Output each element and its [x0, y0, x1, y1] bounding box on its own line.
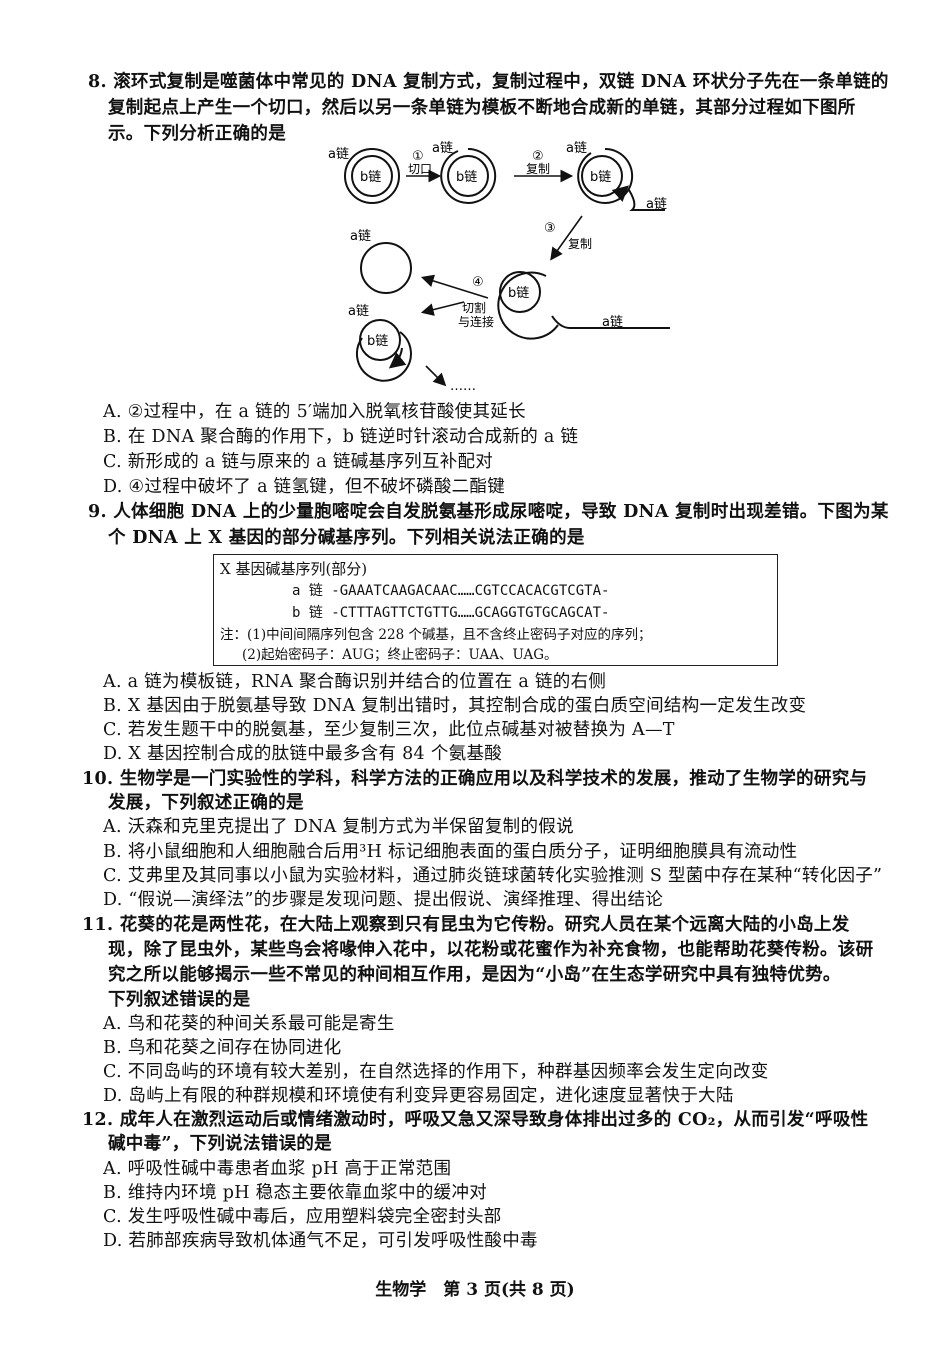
page-footer: 生物学 第 3 页(共 8 页)	[375, 1280, 575, 1300]
q9-stem-line-1: 9. 人体细胞 DNA 上的少量胞嘧啶会自发脱氨基形成尿嘧啶，导致 DNA 复制…	[88, 502, 889, 522]
step-2-num: ②	[532, 149, 544, 164]
label-a-chain-2: a链	[432, 141, 453, 156]
note-2: (2)起始密码子：AUG；终止密码子：UAA、UAG。	[242, 647, 558, 663]
q9-option-a: A. a 链为模板链，RNA 聚合酶识别并结合的位置在 a 链的右侧	[103, 672, 607, 692]
label-b-chain-2: b链	[456, 170, 477, 185]
label-b-chain-6: b链	[367, 334, 388, 349]
box-title: X 基因碱基序列(部分)	[220, 560, 368, 578]
q11-stem-line-4: 下列叙述错误的是	[108, 990, 251, 1010]
q9-option-d: D. X 基因控制合成的肽链中最多含有 84 个氨基酸	[103, 744, 503, 764]
q11-option-b: B. 鸟和花葵之间存在协同进化	[103, 1038, 342, 1058]
arrow-step-4-up	[420, 274, 489, 299]
note-1: 注：(1)中间间隔序列包含 228 个碱基，且不含终止密码子对应的序列；	[220, 627, 652, 643]
q11-stem-line-1: 11. 花葵的花是两性花，在大陆上观察到只有昆虫为它传粉。研究人员在某个远离大陆…	[82, 915, 850, 935]
q11-stem-line-3: 究之所以能够揭示一些不常见的种间相互作用，是因为“小岛”在生态学研究中具有独特优…	[108, 965, 841, 985]
q8-option-d: D. ④过程中破坏了 a 链氢键，但不破坏磷酸二酯键	[103, 477, 506, 497]
q11-stem-line-2: 现，除了昆虫外，某些鸟会将喙伸入花中，以花粉或花蜜作为补充食物，也能帮助花葵传粉…	[108, 940, 874, 960]
step-1-num: ①	[412, 149, 424, 164]
q11-option-a: A. 鸟和花葵的种间关系最可能是寄生	[103, 1014, 395, 1034]
q8-option-a: A. ②过程中，在 a 链的 5′端加入脱氧核苷酸使其延长	[103, 402, 526, 422]
step-4-label-2: 与连接	[458, 314, 494, 329]
label-b-chain-3: b链	[590, 170, 611, 185]
q9-option-b: B. X 基因由于脱氨基导致 DNA 复制出错时，其控制合成的蛋白质空间结构一定…	[103, 696, 807, 716]
q8-option-c: C. 新形成的 a 链与原来的 a 链碱基序列互补配对	[103, 452, 494, 472]
dna-circle-2: a链 b链	[432, 141, 497, 204]
q10-option-c: C. 艾弗里及其同事以小鼠为实验材料，通过肺炎链球菌转化实验推测 S 型菌中存在…	[103, 866, 883, 886]
arrow-continue	[425, 365, 447, 387]
q11-option-c: C. 不同岛屿的环境有较大差别，在自然选择的作用下，种群基因频率会发生定向改变	[103, 1062, 769, 1082]
label-a-chain-4: a链	[602, 315, 623, 330]
label-a-chain-6: a链	[348, 304, 369, 319]
q12-option-a: A. 呼吸性碱中毒患者血浆 pH 高于正常范围	[103, 1159, 452, 1179]
dna-circle-6: a链 b链	[348, 304, 412, 382]
q12-stem-line-2: 碱中毒”，下列说法错误的是	[108, 1134, 332, 1154]
arrow-step-4-down	[420, 301, 465, 316]
step-4-label-1: 切割	[462, 300, 486, 315]
step-1-label: 切口	[408, 162, 432, 176]
q8-option-b: B. 在 DNA 聚合酶的作用下，b 链逆时针滚动合成新的 a 链	[103, 427, 579, 447]
dna-circle-1: a链 b链	[328, 147, 400, 204]
q9-stem-line-2: 个 DNA 上 X 基因的部分碱基序列。下列相关说法正确的是	[108, 528, 585, 548]
a-chain-sequence: a 链 -GAAATCAAGACAAC……CGTCCACACGTCGTA-	[292, 583, 610, 599]
q8-stem-line-2: 复制起点上产生一个切口，然后以另一条单链为模板不断地合成新的单链，其部分过程如下…	[108, 98, 856, 118]
dna-circle-3: a链 b链 a链	[566, 141, 667, 212]
label-a-chain-1: a链	[328, 147, 349, 162]
label-a-chain-3: a链	[566, 141, 587, 156]
q8-stem-line-3: 示。下列分析正确的是	[108, 124, 286, 144]
q8-stem-line-1: 8. 滚环式复制是噬菌体中常见的 DNA 复制方式，复制过程中，双链 DNA 环…	[88, 72, 889, 92]
step-2-label: 复制	[526, 162, 550, 176]
q10-option-d: D. “假说—演绎法”的步骤是发现问题、提出假说、演绎推理、得出结论	[103, 890, 664, 910]
label-b-chain-1: b链	[360, 170, 381, 185]
step-3-label: 复制	[568, 237, 592, 251]
q12-option-d: D. 若肺部疾病导致机体通气不足，可引发呼吸性酸中毒	[103, 1231, 538, 1251]
q10-option-a: A. 沃森和克里克提出了 DNA 复制方式为半保留复制的假说	[103, 817, 574, 837]
q12-option-c: C. 发生呼吸性碱中毒后，应用塑料袋完全密封头部	[103, 1207, 502, 1227]
q9-option-c: C. 若发生题干中的脱氨基，至少复制三次，此位点碱基对被替换为 A—T	[103, 720, 675, 740]
dna-circle-5: a链	[350, 229, 412, 294]
q10-stem-line-1: 10. 生物学是一门实验性的学科，科学方法的正确应用以及科学技术的发展，推动了生…	[82, 769, 868, 789]
q11-option-d: D. 岛屿上有限的种群规模和环境使有利变异更容易固定，进化速度显著快于大陆	[103, 1086, 734, 1106]
q10-stem-line-2: 发展，下列叙述正确的是	[108, 793, 304, 813]
q12-stem-line-1: 12. 成年人在激烈运动后或情绪激动时，呼吸又急又深导致身体排出过多的 CO₂，…	[82, 1110, 869, 1130]
rolling-circle-diagram: a链 b链 ① 切口 a链 b链 ② 复制 a链 b链 a链 ③	[328, 141, 670, 394]
b-chain-sequence: b 链 -CTTTAGTTCTGTTG……GCAGGTGTGCAGCAT-	[292, 605, 610, 621]
q10-option-b: B. 将小鼠细胞和人细胞融合后用³H 标记细胞表面的蛋白质分子，证明细胞膜具有流…	[103, 842, 798, 862]
label-a-chain-5: a链	[350, 229, 371, 244]
label-a-chain-3b: a链	[646, 197, 667, 212]
step-4-num: ④	[472, 275, 484, 290]
dna-circle-4: b链 a链	[497, 271, 670, 340]
ellipsis: ……	[450, 379, 476, 394]
q12-option-b: B. 维持内环境 pH 稳态主要依靠血浆中的缓冲对	[103, 1183, 488, 1203]
label-b-chain-4: b链	[508, 286, 529, 301]
gene-sequence-box: X 基因碱基序列(部分) a 链 -GAAATCAAGACAAC……CGTCCA…	[213, 554, 778, 666]
arrow-step-3	[550, 215, 583, 261]
step-3-num: ③	[544, 221, 556, 236]
